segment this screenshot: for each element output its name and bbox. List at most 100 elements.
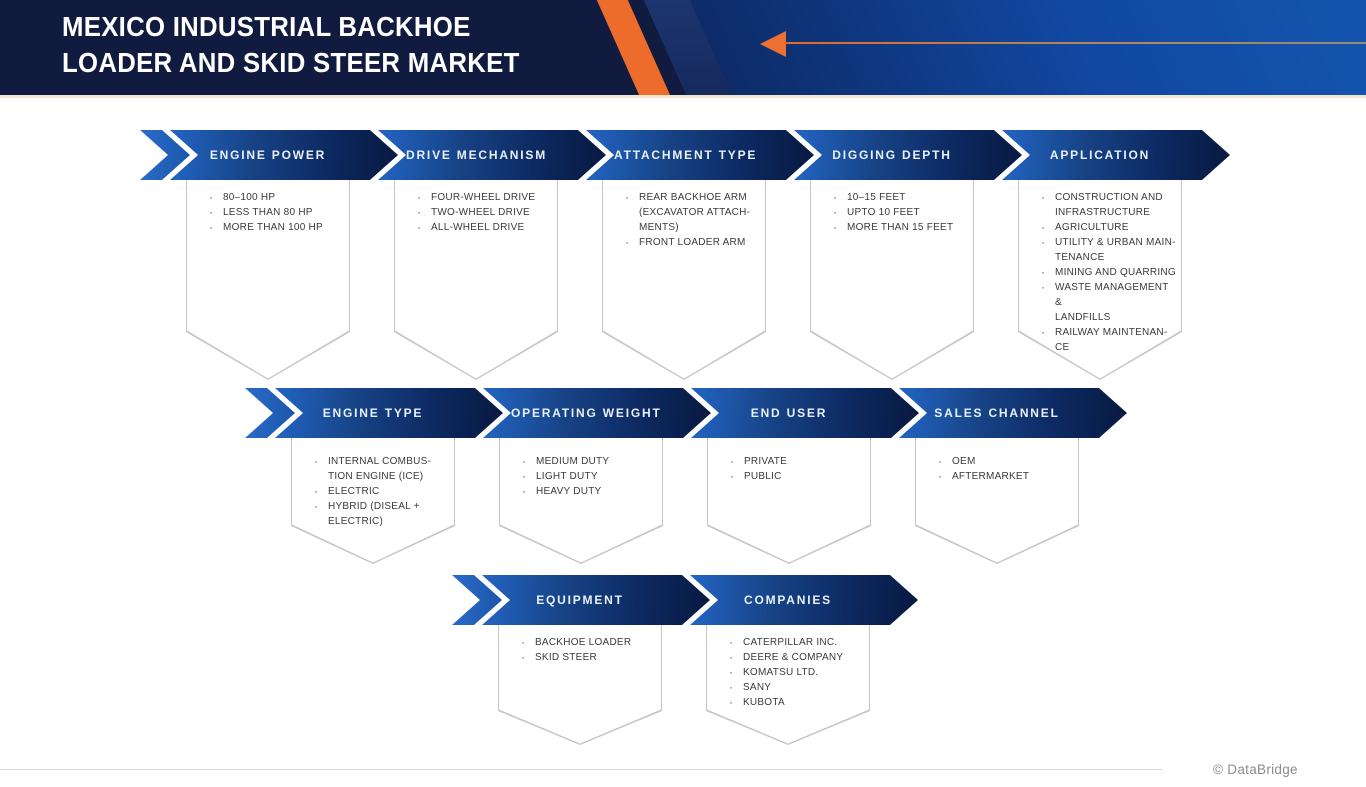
list-box-border: ·FOUR-WHEEL DRIVE·TWO-WHEEL DRIVE·ALL-WH… (394, 180, 558, 380)
segment-column-equipment: EQUIPMENT ·BACKHOE LOADER·SKID STEER (482, 575, 710, 745)
segment-column-operating-weight: OPERATING WEIGHT·MEDIUM DUTY·LIGHT DUTY·… (483, 388, 711, 564)
list-item-text: INTERNAL COMBUS- TION ENGINE (ICE) (328, 456, 432, 482)
segment-label: ENGINE TYPE (322, 406, 424, 420)
segment-item-list: ·CONSTRUCTION AND INFRASTRUCTURE·AGRICUL… (1019, 180, 1181, 355)
left-arrow-icon (760, 31, 786, 57)
list-box-border: ·MEDIUM DUTY·LIGHT DUTY·HEAVY DUTY (499, 438, 663, 564)
segment-item-list: ·REAR BACKHOE ARM (EXCAVATOR ATTACH- MEN… (603, 180, 765, 250)
list-item: ·CATERPILLAR INC. (729, 635, 865, 650)
list-item-text: MINING AND QUARRING (1055, 267, 1176, 278)
list-box-border: ·INTERNAL COMBUS- TION ENGINE (ICE)·ELEC… (291, 438, 455, 564)
segment-item-list: ·10–15 FEET·UPTO 10 FEET·MORE THAN 15 FE… (811, 180, 973, 235)
list-item: ·RAILWAY MAINTENAN- CE (1041, 325, 1177, 355)
list-item-text: MORE THAN 100 HP (223, 222, 323, 233)
bullet-icon: · (729, 695, 733, 709)
list-item-text: FOUR-WHEEL DRIVE (431, 192, 536, 203)
list-box-border: ·BACKHOE LOADER·SKID STEER (498, 625, 662, 745)
segment-item-list: ·80–100 HP·LESS THAN 80 HP·MORE THAN 100… (187, 180, 349, 235)
bullet-icon: · (522, 454, 526, 468)
list-item-text: UTILITY & URBAN MAIN- TENANCE (1055, 237, 1176, 263)
list-item: ·ELECTRIC (314, 484, 450, 499)
bullet-icon: · (314, 499, 318, 513)
bullet-icon: · (1041, 325, 1045, 339)
segment-column-attachment-type: ATTACHMENT TYPE·REAR BACKHOE ARM (EXCAVA… (586, 130, 814, 380)
list-item-text: BACKHOE LOADER (535, 637, 632, 648)
list-item-text: ELECTRIC (328, 486, 380, 497)
list-box-surface: ·CONSTRUCTION AND INFRASTRUCTURE·AGRICUL… (1019, 180, 1181, 379)
list-item-text: OEM (952, 456, 976, 467)
list-box-surface: ·CATERPILLAR INC.·DEERE & COMPANY·KOMATS… (707, 625, 869, 744)
segment-banner-drive-mechanism: DRIVE MECHANISM (378, 130, 606, 180)
list-item: ·DEERE & COMPANY (729, 650, 865, 665)
list-box-border: ·REAR BACKHOE ARM (EXCAVATOR ATTACH- MEN… (602, 180, 766, 380)
header-banner: MEXICO INDUSTRIAL BACKHOE LOADER AND SKI… (0, 0, 1366, 98)
segment-item-list: ·PRIVATE·PUBLIC (708, 438, 870, 484)
segment-column-engine-power: ENGINE POWER·80–100 HP·LESS THAN 80 HP·M… (170, 130, 398, 380)
segment-column-application: APPLICATION·CONSTRUCTION AND INFRASTRUCT… (1002, 130, 1230, 380)
list-item: ·SANY (729, 680, 865, 695)
segment-list-box-sales-channel: ·OEM·AFTERMARKET (915, 438, 1079, 564)
list-item-text: SKID STEER (535, 652, 597, 663)
header-right-panel (688, 0, 1366, 95)
segment-list-box-operating-weight: ·MEDIUM DUTY·LIGHT DUTY·HEAVY DUTY (499, 438, 663, 564)
list-item: ·REAR BACKHOE ARM (EXCAVATOR ATTACH- MEN… (625, 190, 761, 235)
segment-column-drive-mechanism: DRIVE MECHANISM·FOUR-WHEEL DRIVE·TWO-WHE… (378, 130, 606, 380)
bullet-icon: · (625, 235, 629, 249)
bullet-icon: · (729, 665, 733, 679)
segment-column-sales-channel: SALES CHANNEL ·OEM·AFTERMARKET (899, 388, 1127, 564)
list-item: · KUBOTA (729, 695, 865, 710)
list-item-text: PRIVATE (744, 456, 788, 467)
list-box-surface: ·MEDIUM DUTY·LIGHT DUTY·HEAVY DUTY (500, 438, 662, 563)
segment-column-digging-depth: DIGGING DEPTH·10–15 FEET·UPTO 10 FEET·MO… (794, 130, 1022, 380)
segment-list-box-attachment-type: ·REAR BACKHOE ARM (EXCAVATOR ATTACH- MEN… (602, 180, 766, 380)
segment-item-list: ·OEM·AFTERMARKET (916, 438, 1078, 484)
list-box-surface: ·INTERNAL COMBUS- TION ENGINE (ICE)·ELEC… (292, 438, 454, 563)
list-item-text: KOMATSU LTD. (743, 667, 819, 678)
segment-column-end-user: END USER·PRIVATE·PUBLIC (691, 388, 919, 564)
list-item-text: HYBRID (DISEAL + ELECTRIC) (328, 501, 420, 527)
list-item: ·BACKHOE LOADER (521, 635, 657, 650)
segment-banner-engine-power: ENGINE POWER (170, 130, 398, 180)
list-box-surface: ·10–15 FEET·UPTO 10 FEET·MORE THAN 15 FE… (811, 180, 973, 379)
list-item: ·UPTO 10 FEET (833, 205, 969, 220)
bullet-icon: · (1041, 235, 1045, 249)
list-item: · FOUR-WHEEL DRIVE (417, 190, 553, 205)
list-item: ·AGRICULTURE (1041, 220, 1177, 235)
segment-list-box-application: ·CONSTRUCTION AND INFRASTRUCTURE·AGRICUL… (1018, 180, 1182, 380)
list-item: ·MEDIUM DUTY (522, 454, 658, 469)
segment-list-box-engine-power: ·80–100 HP·LESS THAN 80 HP·MORE THAN 100… (186, 180, 350, 380)
segment-label: EQUIPMENT (536, 593, 624, 607)
list-item: ·INTERNAL COMBUS- TION ENGINE (ICE) (314, 454, 450, 484)
list-box-surface: ·FOUR-WHEEL DRIVE·TWO-WHEEL DRIVE·ALL-WH… (395, 180, 557, 379)
segment-item-list: ·BACKHOE LOADER·SKID STEER (499, 625, 661, 665)
list-item-text: 80–100 HP (223, 192, 276, 203)
bullet-icon: · (833, 220, 837, 234)
bullet-icon: · (417, 220, 421, 234)
list-item-text: LIGHT DUTY (536, 471, 598, 482)
bullet-icon: · (417, 205, 421, 219)
footer-credit: © DataBridge (1213, 762, 1298, 777)
bullet-icon: · (1041, 265, 1045, 279)
list-item-text: SANY (743, 682, 772, 693)
list-box-border: ·10–15 FEET·UPTO 10 FEET·MORE THAN 15 FE… (810, 180, 974, 380)
list-item-text: KUBOTA (743, 697, 785, 708)
list-item-text: AGRICULTURE (1055, 222, 1129, 233)
bullet-icon: · (833, 205, 837, 219)
list-box-surface: ·PRIVATE·PUBLIC (708, 438, 870, 563)
list-item: ·LESS THAN 80 HP (209, 205, 345, 220)
segment-label: OPERATING WEIGHT (511, 406, 662, 420)
list-item: ·PUBLIC (730, 469, 866, 484)
segment-row-2: ENGINE TYPE·INTERNAL COMBUS- TION ENGINE… (245, 388, 1127, 564)
segment-banner-equipment: EQUIPMENT (482, 575, 710, 625)
segment-item-list: ·CATERPILLAR INC.·DEERE & COMPANY·KOMATS… (707, 625, 869, 710)
segment-label: COMPANIES (744, 593, 832, 607)
segment-banner-engine-type: ENGINE TYPE (275, 388, 503, 438)
segment-label: SALES CHANNEL (934, 406, 1060, 420)
list-item: ·WASTE MANAGEMENT & LANDFILLS (1041, 280, 1177, 325)
list-box-surface: ·OEM·AFTERMARKET (916, 438, 1078, 563)
bullet-icon: · (417, 190, 421, 204)
segment-item-list: ·INTERNAL COMBUS- TION ENGINE (ICE)·ELEC… (292, 438, 454, 529)
segment-list-box-digging-depth: ·10–15 FEET·UPTO 10 FEET·MORE THAN 15 FE… (810, 180, 974, 380)
bullet-icon: · (209, 190, 213, 204)
list-item: · MINING AND QUARRING (1041, 265, 1177, 280)
